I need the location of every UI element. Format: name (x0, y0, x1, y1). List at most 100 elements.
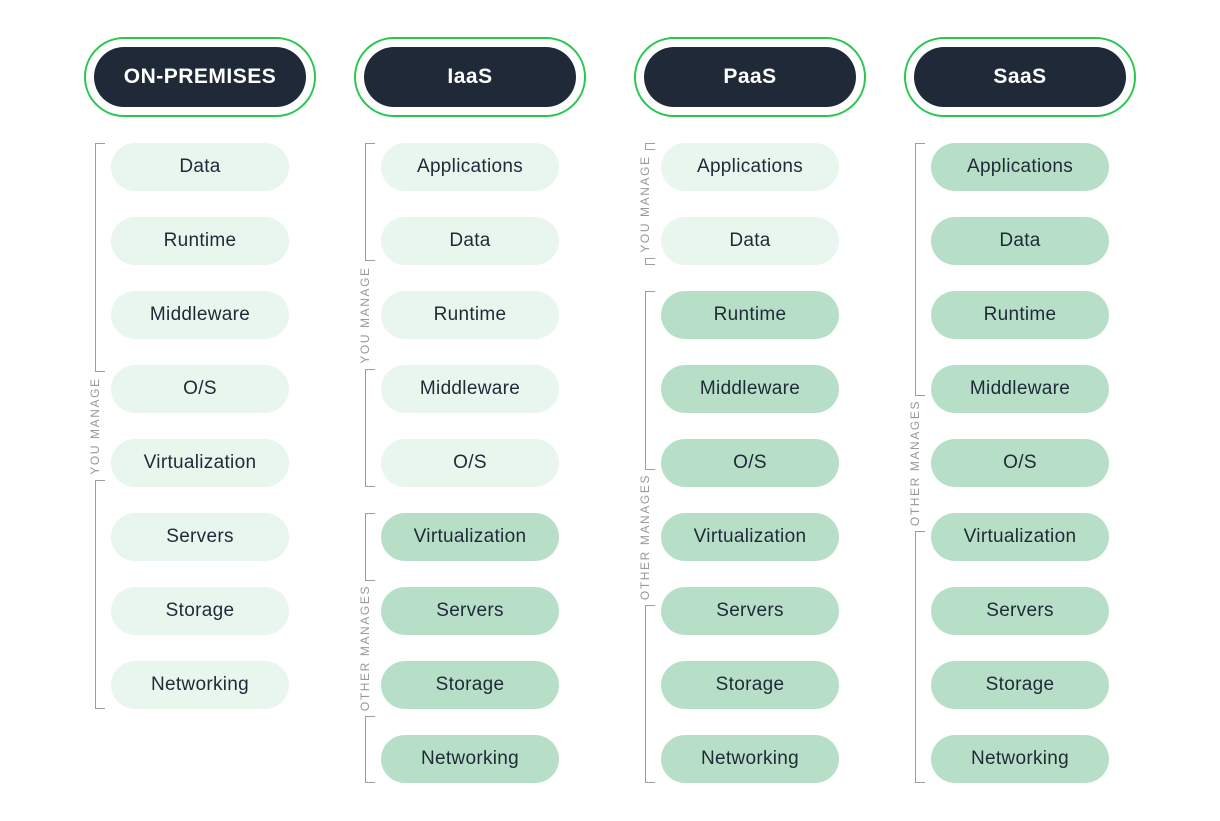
layer-pill-networking: Networking (931, 735, 1109, 783)
layer-pill-networking: Networking (661, 735, 839, 783)
bracket-label-text: YOU MANAGE (88, 377, 102, 475)
column-header-pill-saas: SaaS (914, 47, 1126, 107)
bracket-line-segment (95, 143, 105, 372)
bracket-line-segment (645, 604, 655, 783)
column-header-label: IaaS (447, 65, 493, 88)
layer-pill-o-s: O/S (381, 439, 559, 487)
column-header-label: SaaS (993, 65, 1047, 88)
bracket-label: YOU MANAGE (358, 261, 375, 369)
layer-pill-label: Servers (436, 600, 504, 621)
layer-pill-runtime: Runtime (661, 291, 839, 339)
layer-pill-storage: Storage (381, 661, 559, 709)
layer-pill-virtualization: Virtualization (931, 513, 1109, 561)
layer-pill-label: O/S (1003, 452, 1037, 473)
layer-pill-data: Data (111, 143, 289, 191)
layer-pill-applications: Applications (381, 143, 559, 191)
layer-pill-label: Data (729, 230, 771, 251)
layer-pill-label: Servers (166, 526, 234, 547)
you-manage-bracket: YOU MANAGE (88, 143, 105, 709)
other-manages-bracket: OTHER MANAGES (638, 291, 655, 783)
layer-pill-data: Data (661, 217, 839, 265)
bracket-label-text: YOU MANAGE (358, 266, 372, 364)
column-header-ring: IaaS (354, 37, 586, 117)
layer-pill-label: Networking (150, 674, 250, 695)
other-manages-bracket: OTHER MANAGES (908, 143, 925, 783)
layer-pill-o-s: O/S (931, 439, 1109, 487)
bracket-label-text: YOU MANAGE (638, 155, 652, 253)
other-manages-bracket: OTHER MANAGES (358, 513, 375, 783)
bracket-line-segment (365, 715, 375, 783)
layer-pill-middleware: Middleware (661, 365, 839, 413)
bracket-line-segment (915, 530, 925, 783)
layer-pill-label: Data (179, 156, 221, 177)
layer-pill-servers: Servers (661, 587, 839, 635)
layer-pill-virtualization: Virtualization (381, 513, 559, 561)
layer-pill-label: O/S (183, 378, 217, 399)
layer-pill-middleware: Middleware (111, 291, 289, 339)
layer-pill-label: Virtualization (693, 526, 807, 547)
bracket-line-segment (365, 513, 375, 581)
layer-pill-label: O/S (453, 452, 487, 473)
layer-pill-data: Data (381, 217, 559, 265)
you-manage-bracket: YOU MANAGE (638, 143, 655, 265)
layer-pill-label: Storage (435, 674, 505, 695)
bracket-label-text: OTHER MANAGES (358, 584, 372, 712)
bracket-label: YOU MANAGE (638, 150, 655, 258)
bracket-line-segment (365, 143, 375, 261)
column-header-pill-iaas: IaaS (364, 47, 576, 107)
layer-pill-label: O/S (733, 452, 767, 473)
layer-pill-label: Runtime (433, 304, 507, 325)
column-header-pill-paas: PaaS (644, 47, 856, 107)
bracket-line-segment (95, 480, 105, 709)
bracket-label: YOU MANAGE (88, 372, 105, 480)
bracket-line-segment (915, 143, 925, 396)
column-header-ring: ON-PREMISES (84, 37, 316, 117)
bracket-line-segment (645, 258, 655, 265)
layer-pill-runtime: Runtime (931, 291, 1109, 339)
layer-pill-storage: Storage (661, 661, 839, 709)
layer-pill-label: Middleware (969, 378, 1071, 399)
layer-pill-runtime: Runtime (381, 291, 559, 339)
bracket-label: OTHER MANAGES (908, 396, 925, 531)
layer-pill-label: Virtualization (413, 526, 527, 547)
layer-pill-label: Virtualization (963, 526, 1077, 547)
layer-pill-o-s: O/S (661, 439, 839, 487)
layer-pill-label: Data (999, 230, 1041, 251)
layer-pill-label: Servers (716, 600, 784, 621)
bracket-label-text: OTHER MANAGES (908, 399, 922, 527)
layer-pill-networking: Networking (111, 661, 289, 709)
layer-pill-label: Networking (700, 748, 800, 769)
layer-pill-label: Storage (165, 600, 235, 621)
layer-pill-applications: Applications (931, 143, 1109, 191)
layer-pill-middleware: Middleware (931, 365, 1109, 413)
layer-pill-storage: Storage (931, 661, 1109, 709)
layer-pill-label: Servers (986, 600, 1054, 621)
layer-pill-servers: Servers (931, 587, 1109, 635)
you-manage-bracket: YOU MANAGE (358, 143, 375, 487)
layer-pill-label: Networking (420, 748, 520, 769)
layer-pill-virtualization: Virtualization (661, 513, 839, 561)
layer-pill-servers: Servers (111, 513, 289, 561)
layer-pill-servers: Servers (381, 587, 559, 635)
layer-pill-label: Applications (966, 156, 1074, 177)
bracket-line-segment (365, 369, 375, 487)
bracket-label: OTHER MANAGES (638, 470, 655, 605)
layer-pill-applications: Applications (661, 143, 839, 191)
bracket-line-segment (645, 143, 655, 150)
layer-pill-label: Virtualization (143, 452, 257, 473)
layer-pill-middleware: Middleware (381, 365, 559, 413)
layer-pill-label: Data (449, 230, 491, 251)
column-header-label: PaaS (723, 65, 777, 88)
layer-pill-label: Storage (715, 674, 785, 695)
layer-pill-label: Networking (970, 748, 1070, 769)
layer-pill-label: Applications (696, 156, 804, 177)
layer-pill-data: Data (931, 217, 1109, 265)
layer-pill-label: Middleware (149, 304, 251, 325)
bracket-label-text: OTHER MANAGES (638, 473, 652, 601)
